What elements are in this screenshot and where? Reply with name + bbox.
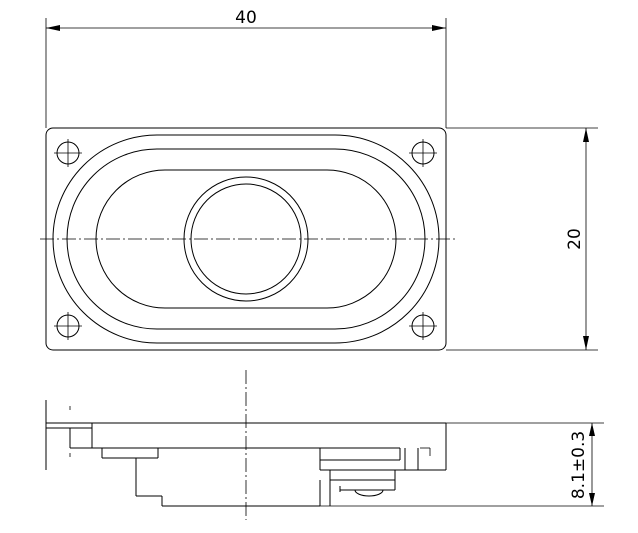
mounting-hole-top-right — [409, 139, 437, 167]
depth-dimension: 8.1±0.3 — [569, 423, 595, 506]
width-dimension-label: 40 — [235, 8, 257, 28]
height-dimension-label: 20 — [565, 228, 585, 250]
depth-dimension-label: 8.1±0.3 — [569, 431, 589, 499]
mounting-hole-top-left — [54, 139, 82, 167]
width-dimension: 40 — [45, 8, 447, 128]
height-dimension: 20 — [446, 127, 598, 351]
top-view — [40, 127, 455, 351]
mounting-hole-bottom-right — [409, 312, 437, 340]
mounting-hole-bottom-left — [54, 312, 82, 340]
side-view — [45, 370, 604, 520]
